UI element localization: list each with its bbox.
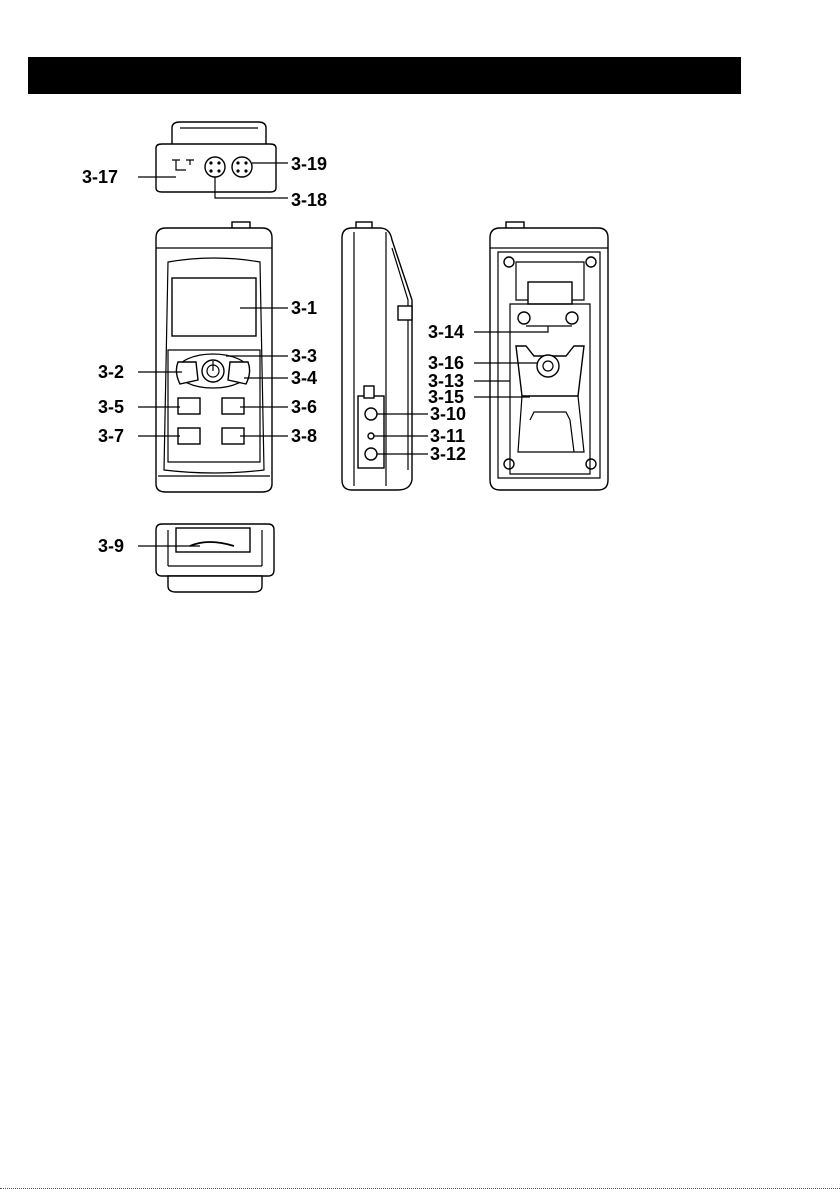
lcd-display bbox=[172, 278, 256, 336]
back-view bbox=[474, 222, 608, 490]
output-jack bbox=[365, 448, 377, 460]
key-3-6 bbox=[222, 398, 244, 414]
back-label bbox=[528, 282, 572, 304]
callout-3-8: 3-8 bbox=[291, 426, 317, 446]
dc-jack bbox=[365, 408, 377, 420]
screw-tr bbox=[586, 257, 596, 267]
callout-3-6: 3-6 bbox=[291, 397, 317, 417]
tripod-fix-nut bbox=[537, 355, 559, 377]
callout-3-7: 3-7 bbox=[98, 426, 124, 446]
sd-card-slot-housing bbox=[176, 528, 250, 552]
callout-3-1: 3-1 bbox=[291, 298, 317, 318]
callout-3-17: 3-17 bbox=[82, 167, 118, 187]
callout-3-16: 3-16 bbox=[428, 353, 464, 373]
screw-bl bbox=[504, 459, 514, 469]
callout-3-4: 3-4 bbox=[291, 368, 317, 388]
key-3-7 bbox=[178, 428, 200, 444]
callout-3-12: 3-12 bbox=[430, 444, 466, 464]
left-arrow-key bbox=[176, 362, 198, 384]
callout-3-3: 3-3 bbox=[291, 346, 317, 366]
callout-3-2: 3-2 bbox=[98, 362, 124, 382]
screw-br bbox=[586, 459, 596, 469]
callout-3-10: 3-10 bbox=[430, 404, 466, 424]
callout-3-18: 3-18 bbox=[291, 190, 327, 210]
side-view bbox=[342, 222, 428, 490]
key-3-5 bbox=[178, 398, 200, 414]
page-bottom-rule bbox=[0, 1188, 840, 1189]
top-view-cap bbox=[172, 122, 266, 146]
front-view bbox=[138, 222, 288, 492]
right-arrow-key bbox=[228, 362, 250, 384]
callout-3-15: 3-15 bbox=[428, 387, 464, 407]
callout-3-14: 3-14 bbox=[428, 322, 464, 342]
screw-tl bbox=[504, 257, 514, 267]
top-view bbox=[138, 122, 288, 198]
callout-3-9: 3-9 bbox=[98, 536, 124, 556]
battery-screw-right bbox=[566, 312, 578, 324]
callout-3-5: 3-5 bbox=[98, 397, 124, 417]
battery-screw-left bbox=[518, 312, 530, 324]
callout-3-11: 3-11 bbox=[430, 426, 465, 446]
callout-3-19: 3-19 bbox=[291, 154, 327, 174]
sensor-socket-right bbox=[232, 157, 252, 177]
side-clip bbox=[398, 306, 412, 320]
sensor-socket-left bbox=[205, 157, 225, 177]
bottom-view bbox=[138, 524, 274, 592]
reset-hole bbox=[368, 433, 374, 439]
